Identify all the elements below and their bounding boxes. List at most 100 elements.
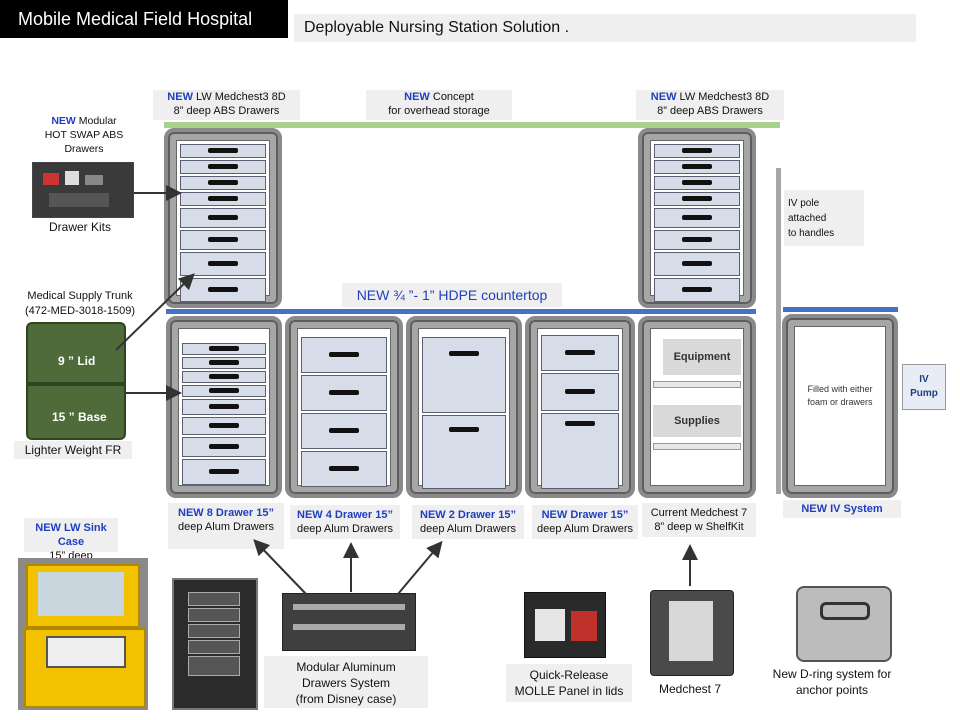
label-text: NEW 2 Drawer 15” xyxy=(420,509,516,521)
label-text: deep Alum Drawers xyxy=(420,523,516,535)
handle-icon xyxy=(565,421,595,426)
case-medchest-7: Equipment Supplies xyxy=(638,316,756,498)
handle-icon xyxy=(682,180,712,185)
handle-icon xyxy=(209,469,239,474)
case-drawer xyxy=(525,316,635,498)
trunk-lid-label: 9 ” Lid xyxy=(58,354,96,368)
sink-basin xyxy=(46,636,126,668)
drawer-kits-photo xyxy=(32,162,134,218)
drawer xyxy=(654,278,740,302)
label-text: deep Alum Drawers xyxy=(178,521,274,533)
label-text: (472-MED-3018-1509) xyxy=(24,305,136,317)
drawer xyxy=(301,413,387,449)
d-ring-handle xyxy=(820,602,870,620)
cabinet-drawer xyxy=(188,608,240,622)
top-label-middle: NEW Concept for overhead storage xyxy=(366,90,512,120)
drawer xyxy=(180,176,266,190)
handle-icon xyxy=(682,261,712,266)
handle-icon xyxy=(208,164,238,169)
drawer xyxy=(301,337,387,373)
label-text: Concept xyxy=(429,91,474,103)
molle-pouch-red xyxy=(571,611,597,641)
countertop-bar-right xyxy=(783,307,898,312)
medchest-7-label: Medchest 7 xyxy=(658,682,722,696)
drawer xyxy=(654,192,740,206)
label-text: IV pole xyxy=(788,198,820,209)
case-4-drawer-label: NEW 4 Drawer 15” deep Alum Drawers xyxy=(290,505,400,539)
case-4-drawer xyxy=(285,316,403,498)
handle-icon xyxy=(209,404,239,409)
handle-icon xyxy=(682,164,712,169)
label-text: NEW 4 Drawer 15” xyxy=(297,509,393,521)
case-frame xyxy=(418,328,510,489)
iv-system-label: NEW IV System xyxy=(783,500,901,518)
handle-icon xyxy=(208,237,238,242)
label-text: LW Medchest3 8D xyxy=(192,91,286,103)
case-frame: Equipment Supplies xyxy=(650,328,744,486)
label-text: Medical Supply Trunk xyxy=(27,290,133,302)
handle-icon xyxy=(329,466,359,471)
cabinet-drawer xyxy=(188,592,240,606)
label-text: Modular xyxy=(75,115,117,127)
new-tag: NEW xyxy=(650,91,677,103)
drawer-rail xyxy=(293,604,405,610)
drawer xyxy=(182,417,266,435)
drawer xyxy=(182,437,266,457)
sink-case-window xyxy=(38,572,124,616)
case-iv-system: Filled with either foam or drawers xyxy=(782,314,898,498)
case-frame xyxy=(650,140,744,302)
kit-item xyxy=(49,193,109,207)
handle-icon xyxy=(209,388,239,393)
drawer xyxy=(180,144,266,158)
handle-icon xyxy=(565,389,595,394)
aluminum-drawer-photo xyxy=(282,593,416,651)
handle-icon xyxy=(329,428,359,433)
drawer xyxy=(654,144,740,158)
case-medchest-7-label: Current Medchest 7 8” deep w ShelfKit xyxy=(642,503,756,537)
arrow-modular-right xyxy=(397,540,443,595)
case-8-drawer-label: NEW 8 Drawer 15” deep Alum Drawers xyxy=(168,503,284,549)
handle-icon xyxy=(329,390,359,395)
case-frame xyxy=(176,140,270,302)
trunk-base-label: 15 ” Base xyxy=(52,410,107,424)
drawer xyxy=(180,252,266,276)
drawer xyxy=(541,413,619,489)
top-label-left: NEW LW Medchest3 8D 8” deep ABS Drawers xyxy=(153,90,300,120)
molle-label: Quick-Release MOLLE Panel in lids xyxy=(506,664,632,702)
case-frame xyxy=(537,328,623,489)
label-text: Modular Aluminum xyxy=(296,660,396,674)
medchest-7-photo xyxy=(650,590,734,676)
label-text: Current Medchest 7 xyxy=(650,507,748,519)
sink-case-photo xyxy=(18,558,148,710)
label-text: Drawers System xyxy=(301,676,390,690)
drawer xyxy=(182,357,266,369)
handle-icon xyxy=(209,374,239,379)
d-ring-label: New D-ring system for anchor points xyxy=(764,666,900,698)
new-tag: NEW xyxy=(51,115,76,127)
d-ring-case-photo xyxy=(796,586,892,662)
label-text: MOLLE Panel in lids xyxy=(514,684,624,698)
label-text: 8” deep ABS Drawers xyxy=(657,105,763,117)
medical-supply-trunk: 9 ” Lid 15 ” Base xyxy=(26,322,126,440)
drawer xyxy=(654,230,740,250)
drawer xyxy=(541,373,619,411)
label-text: Quick-Release xyxy=(529,668,609,682)
drawer xyxy=(182,343,266,355)
drawer xyxy=(182,399,266,415)
handle-icon xyxy=(208,261,238,266)
hotswap-label: NEW Modular HOT SWAP ABS Drawers xyxy=(36,114,132,156)
drawer xyxy=(301,451,387,487)
drawer xyxy=(180,160,266,174)
handle-icon xyxy=(208,196,238,201)
label-text: for overhead storage xyxy=(388,105,490,117)
label-text: deep Alum Drawers xyxy=(537,523,633,535)
label-text: LW Medchest3 8D xyxy=(676,91,770,103)
handle-icon xyxy=(208,215,238,220)
case-frame xyxy=(178,328,270,486)
trunk-lid-seam xyxy=(28,382,124,386)
label-text: HOT SWAP ABS xyxy=(44,129,124,141)
arrow-trunk-lid xyxy=(115,273,195,351)
drawer xyxy=(182,385,266,397)
label-text: 8” deep w ShelfKit xyxy=(654,521,744,533)
